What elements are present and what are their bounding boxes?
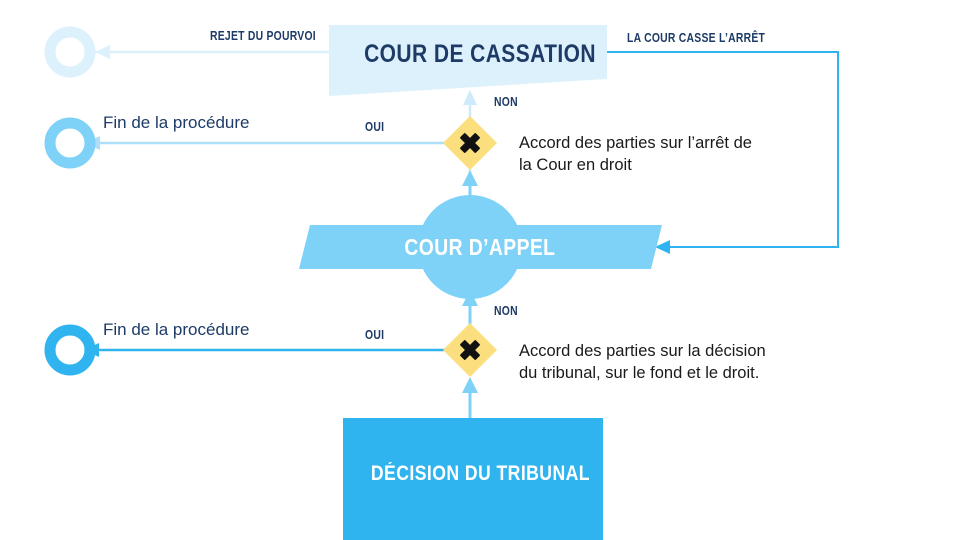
node-label-decision-du-tribunal: DÉCISION DU TRIBUNAL (370, 462, 590, 485)
edge-tribunal-to-decision-bottom (462, 377, 478, 418)
annotation-accord-tribunal: Accord des parties sur la décision du tr… (519, 342, 766, 383)
decision-diamond-bottom[interactable] (443, 323, 497, 377)
terminal-end-procedure-bottom[interactable] (44, 324, 96, 376)
edge-label-non-top: NON (494, 94, 518, 109)
edge-oui-bottom (84, 343, 448, 357)
edge-label-oui-top: OUI (365, 119, 385, 134)
cross-x-icon (460, 340, 480, 360)
node-label-cour-de-cassation: COUR DE CASSATION (364, 40, 596, 68)
terminal-end-procedure-top[interactable] (44, 117, 96, 169)
edge-oui-top (85, 136, 448, 150)
node-label-cour-appel: COUR D’APPEL (404, 234, 556, 260)
node-cour-appel[interactable] (299, 225, 662, 269)
terminal-end-rejet[interactable] (44, 26, 96, 78)
edge-label-rejet-du-pourvoi: REJET DU POURVOI (210, 28, 316, 43)
node-cour-de-cassation[interactable] (329, 25, 607, 96)
cross-x-icon (460, 133, 480, 153)
edge-label-oui-bottom: OUI (365, 327, 385, 342)
terminal-label-fin-procedure-top: Fin de la procédure (103, 113, 250, 132)
edge-label-non-bottom: NON (494, 303, 518, 318)
edge-rejet-du-pourvoi (95, 45, 330, 59)
annotation-accord-arret: Accord des parties sur l’arrêt de la Cou… (519, 134, 752, 175)
edge-la-cour-casse-l-arret (607, 51, 839, 254)
edge-label-la-cour-casse-l-arret: LA COUR CASSE L’ARRÊT (627, 30, 766, 45)
decision-diamond-top[interactable] (443, 116, 497, 170)
terminal-label-fin-procedure-bottom: Fin de la procédure (103, 320, 250, 339)
node-decision-du-tribunal[interactable] (343, 418, 603, 540)
